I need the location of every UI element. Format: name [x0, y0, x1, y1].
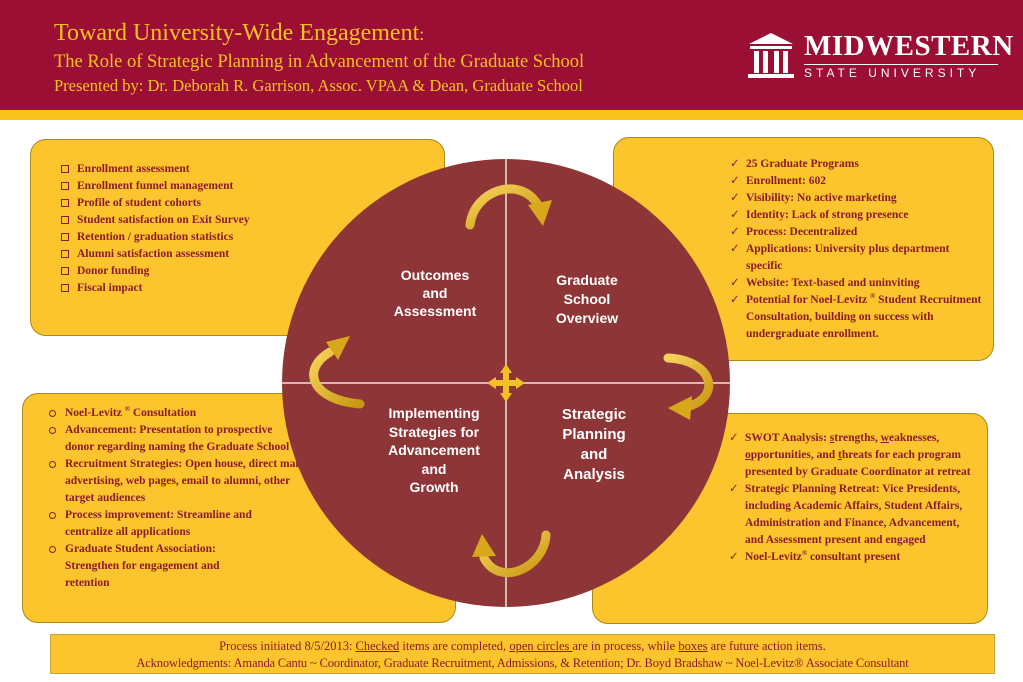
- box-bullet-icon: [61, 165, 69, 173]
- box-bullet-icon: [61, 182, 69, 190]
- strategic-list: ✓SWOT Analysis: strengths, weaknesses, o…: [729, 430, 979, 566]
- list-item: Process improvement: Streamline and cent…: [49, 507, 445, 541]
- box-bullet-icon: [61, 233, 69, 241]
- box-bullet-icon: [61, 250, 69, 258]
- checkmark-icon: ✓: [730, 226, 740, 238]
- list-item: ✓Enrollment: 602: [730, 173, 983, 190]
- implementing-list: Noel-Levitz ® Consultation Advancement: …: [49, 405, 445, 592]
- list-item: ✓Applications: University plus departmen…: [730, 243, 950, 272]
- cycle-arrow-right-icon: [663, 353, 714, 420]
- list-item: ✓Visibility: No active marketing: [730, 190, 983, 207]
- checkmark-icon: ✓: [730, 192, 740, 204]
- cycle-arrow-top-icon: [465, 184, 552, 230]
- checkmark-icon: ✓: [729, 432, 739, 444]
- list-item: ✓Strategic Planning Retreat: Vice Presid…: [729, 483, 963, 546]
- poster-title: Toward University-Wide Engagement:: [54, 20, 425, 46]
- checkmark-icon: ✓: [730, 294, 740, 306]
- open-circle-bullet-icon: [49, 512, 56, 519]
- checkmark-icon: ✓: [730, 277, 740, 289]
- list-item: ✓25 Graduate Programs: [730, 156, 983, 173]
- list-item: Noel-Levitz ® Consultation: [49, 405, 445, 422]
- open-circle-bullet-icon: [49, 427, 56, 434]
- list-item: Advancement: Presentation to prospective…: [49, 422, 445, 456]
- logo-divider: [804, 64, 998, 65]
- presenter-line: Presented by: Dr. Deborah R. Garrison, A…: [54, 76, 583, 95]
- list-item: ✓Identity: Lack of strong presence: [730, 207, 983, 224]
- quadrant-label-strategic: Strategic Planning and Analysis: [561, 406, 627, 483]
- list-item: Donor funding: [61, 263, 434, 280]
- list-item: Alumni satisfaction assessment: [61, 246, 434, 263]
- box-bullet-icon: [61, 199, 69, 207]
- header-banner: Toward University-Wide Engagement: The R…: [0, 0, 1023, 110]
- checkmark-icon: ✓: [730, 158, 740, 170]
- acknowledgments-line: Acknowledgments: Amanda Cantu ~ Coordina…: [136, 656, 909, 670]
- list-item: ✓Website: Text-based and uninviting: [730, 275, 983, 292]
- logo-subtitle: STATE UNIVERSITY: [804, 66, 981, 80]
- open-circle-bullet-icon: [49, 546, 56, 553]
- quadrant-label-outcomes: Outcomes and Assessment: [393, 267, 477, 319]
- header-gold-stripe: [0, 110, 1023, 120]
- box-bullet-icon: [61, 284, 69, 292]
- list-item: Student satisfaction on Exit Survey: [61, 212, 434, 229]
- cycle-arrow-bottom-icon: [472, 530, 551, 578]
- checkmark-icon: ✓: [729, 483, 739, 495]
- list-item: Profile of student cohorts: [61, 195, 434, 212]
- open-circle-bullet-icon: [49, 461, 56, 468]
- university-logo: MIDWESTERN STATE UNIVERSITY: [746, 28, 1013, 82]
- box-bullet-icon: [61, 216, 69, 224]
- list-item: Fiscal impact: [61, 280, 434, 297]
- checkmark-icon: ✓: [730, 209, 740, 221]
- outcomes-list: Enrollment assessment Enrollment funnel …: [61, 161, 434, 297]
- open-circle-bullet-icon: [49, 410, 56, 417]
- box-bullet-icon: [61, 267, 69, 275]
- footer-legend: Process initiated 8/5/2013: Checked item…: [50, 634, 995, 674]
- building-icon: [748, 33, 794, 78]
- checkmark-icon: ✓: [730, 175, 740, 187]
- list-item: ✓Process: Decentralized: [730, 224, 983, 241]
- list-item: Recruitment Strategies: Open house, dire…: [49, 456, 445, 507]
- overview-box: ✓25 Graduate Programs ✓Enrollment: 602 ✓…: [613, 137, 994, 361]
- list-item: ✓SWOT Analysis: strengths, weaknesses, o…: [729, 432, 971, 478]
- quadrant-label-implementing: Implementing Strategies for Advancement …: [388, 405, 480, 495]
- checkmark-icon: ✓: [729, 551, 739, 563]
- logo-wordmark: MIDWESTERN: [804, 30, 1014, 62]
- overview-list: ✓25 Graduate Programs ✓Enrollment: 602 ✓…: [730, 156, 983, 343]
- list-item: ✓Noel-Levitz® consultant present: [729, 549, 979, 566]
- list-item: Graduate Student Association: Strengthen…: [49, 541, 445, 592]
- checkmark-icon: ✓: [730, 243, 740, 255]
- quadrant-label-overview: Graduate School Overview: [555, 272, 619, 326]
- poster-subtitle: The Role of Strategic Planning in Advanc…: [54, 52, 585, 72]
- list-item: Retention / graduation statistics: [61, 229, 434, 246]
- list-item: Enrollment assessment: [61, 161, 434, 178]
- move-cross-icon: [487, 364, 525, 402]
- legend-line: Process initiated 8/5/2013: Checked item…: [219, 639, 826, 653]
- list-item: Enrollment funnel management: [61, 178, 434, 195]
- list-item: ✓Potential for Noel-Levitz ® Student Rec…: [730, 292, 982, 340]
